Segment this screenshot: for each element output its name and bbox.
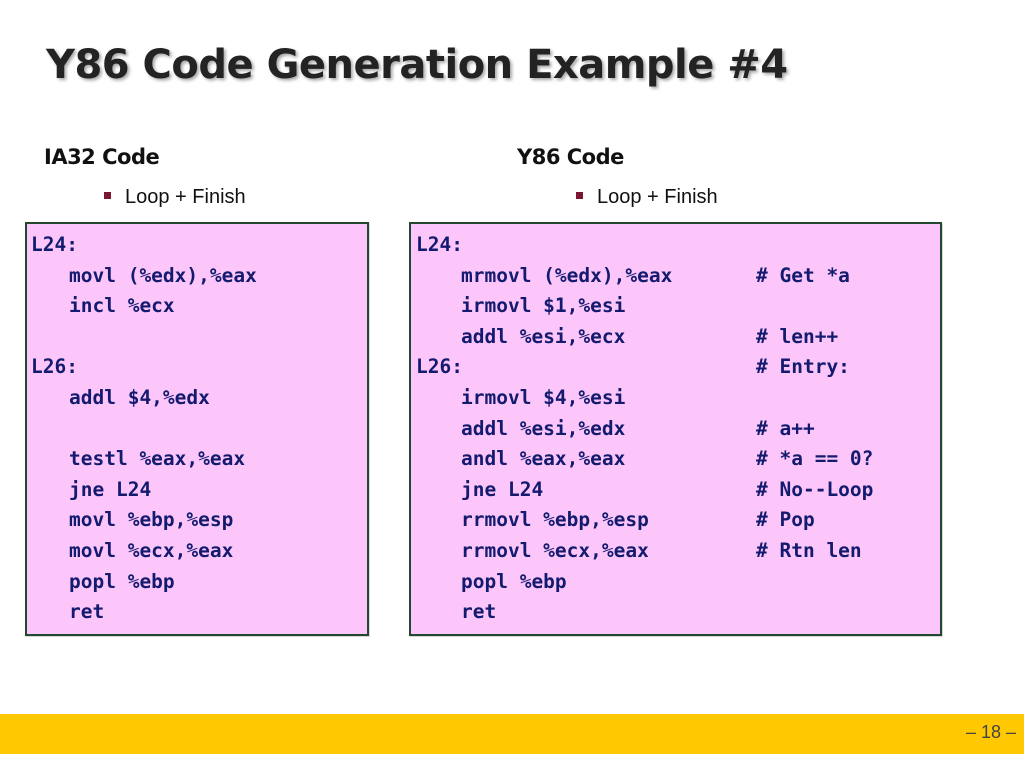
code-instr: andl %eax,%eax bbox=[461, 447, 626, 471]
code-instr: movl %ecx,%eax bbox=[69, 539, 234, 562]
page-number: – 18 – bbox=[965, 722, 1016, 742]
code-line: irmovl $4,%esi bbox=[411, 383, 940, 413]
code-instr: testl %eax,%eax bbox=[69, 447, 246, 471]
code-line: addl %esi,%edx # a++ bbox=[411, 414, 940, 444]
code-instr: ret bbox=[461, 600, 497, 624]
code-line: incl %ecx bbox=[27, 291, 367, 321]
code-line: L24: bbox=[411, 230, 940, 260]
code-line: addl %esi,%ecx # len++ bbox=[411, 322, 940, 352]
code-line: movl %ecx,%eax bbox=[27, 536, 367, 566]
ia32-code-heading: IA32 Code bbox=[44, 145, 160, 169]
code-line: rrmovl %ecx,%eax # Rtn len bbox=[411, 536, 940, 566]
code-comment: # No--Loop bbox=[756, 477, 874, 501]
code-instr: movl (%edx),%eax bbox=[69, 263, 257, 287]
code-comment: # *a == 0? bbox=[756, 447, 874, 471]
y86-code-box: L24: mrmovl (%edx),%eax # Get *a irmovl $1,… bbox=[409, 222, 942, 636]
code-instr: incl %ecx bbox=[69, 294, 175, 318]
code-comment: # len++ bbox=[756, 324, 839, 348]
code-line: popl %ebp bbox=[27, 567, 367, 597]
code-label: L26: bbox=[31, 355, 78, 379]
code-instr: jne L24 bbox=[69, 477, 152, 501]
square-bullet-icon bbox=[104, 192, 111, 200]
y86-bullet-text: Loop + Finish bbox=[597, 186, 718, 208]
y86-code-heading: Y86 Code bbox=[517, 145, 624, 169]
code-instr: jne L24 bbox=[461, 477, 544, 501]
code-line: L26: bbox=[27, 352, 367, 382]
code-line: testl %eax,%eax bbox=[27, 444, 367, 474]
code-instr: rrmovl %ebp,%esp bbox=[461, 508, 649, 532]
slide-title: Y86 Code Generation Example #4 bbox=[46, 42, 788, 88]
code-label: L26: bbox=[416, 355, 463, 379]
code-line: andl %eax,%eax # *a == 0? bbox=[411, 444, 940, 474]
code-comment: # a++ bbox=[756, 416, 815, 440]
code-line: addl $4,%edx bbox=[27, 383, 367, 413]
code-line: ret bbox=[27, 597, 367, 627]
code-line: movl %ebp,%esp bbox=[27, 505, 367, 535]
code-line: jne L24 # No--Loop bbox=[411, 475, 940, 505]
code-line: jne L24 bbox=[27, 475, 367, 505]
code-instr: addl $4,%edx bbox=[69, 386, 210, 409]
code-instr: ret bbox=[69, 600, 105, 624]
square-bullet-icon bbox=[576, 192, 583, 200]
code-comment: # Get *a bbox=[756, 263, 850, 287]
code-line: movl (%edx),%eax bbox=[27, 261, 367, 291]
code-instr: addl %esi,%edx bbox=[461, 416, 626, 440]
y86-bullet: Loop + Finish bbox=[576, 186, 718, 209]
code-instr: addl %esi,%ecx bbox=[461, 324, 626, 348]
code-comment: # Pop bbox=[756, 508, 815, 532]
ia32-bullet-text: Loop + Finish bbox=[125, 186, 246, 208]
code-instr: irmovl $4,%esi bbox=[461, 386, 626, 409]
ia32-bullet: Loop + Finish bbox=[104, 186, 246, 209]
code-instr: popl %ebp bbox=[461, 569, 567, 593]
footer-bar: – 18 – bbox=[0, 714, 1024, 754]
code-comment: # Entry: bbox=[756, 355, 850, 379]
code-instr: popl %ebp bbox=[69, 569, 175, 593]
code-line: L24: bbox=[27, 230, 367, 260]
code-line: irmovl $1,%esi bbox=[411, 291, 940, 321]
code-line: mrmovl (%edx),%eax # Get *a bbox=[411, 261, 940, 291]
code-line: L26: # Entry: bbox=[411, 352, 940, 382]
code-instr: irmovl $1,%esi bbox=[461, 294, 626, 318]
code-label: L24: bbox=[31, 233, 78, 256]
code-line bbox=[27, 414, 367, 444]
code-line: rrmovl %ebp,%esp # Pop bbox=[411, 505, 940, 535]
code-instr: movl %ebp,%esp bbox=[69, 508, 234, 532]
code-comment: # Rtn len bbox=[756, 539, 862, 562]
code-line: popl %ebp bbox=[411, 567, 940, 597]
code-label: L24: bbox=[416, 233, 463, 256]
code-line bbox=[27, 322, 367, 352]
code-instr: rrmovl %ecx,%eax bbox=[461, 539, 649, 562]
code-line: ret bbox=[411, 597, 940, 627]
code-instr: mrmovl (%edx),%eax bbox=[461, 263, 673, 287]
